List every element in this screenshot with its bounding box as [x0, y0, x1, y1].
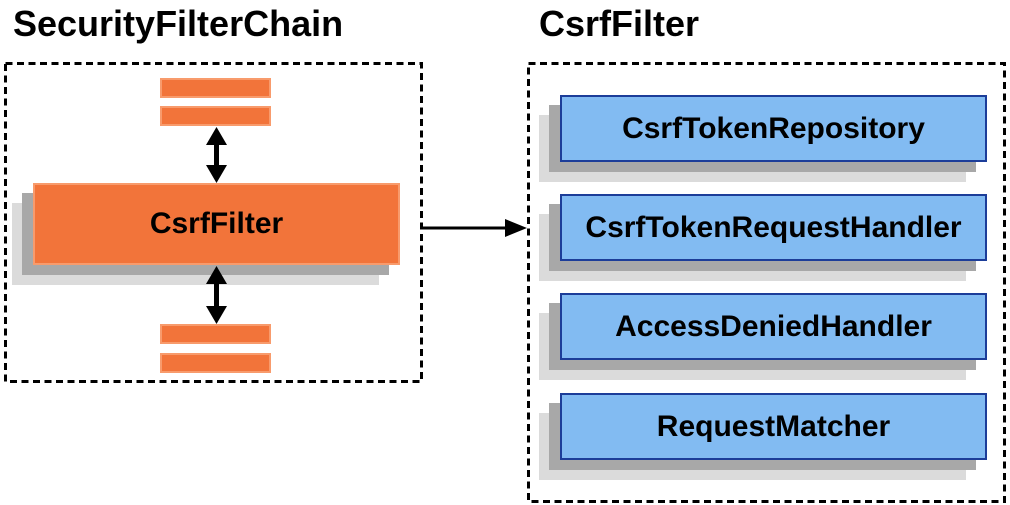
collaborator-box-label: CsrfTokenRepository [622, 111, 925, 145]
collaborator-box-access-denied-handler: AccessDeniedHandler [560, 293, 987, 360]
security-filter-chain-title: SecurityFilterChain [13, 3, 344, 44]
filter-placeholder-bar [160, 106, 271, 126]
collaborator-box-label: RequestMatcher [656, 409, 891, 443]
double-arrow-icon [206, 127, 227, 183]
flow-arrow-icon [423, 219, 527, 237]
collaborator-box-csrf-token-request-handler: CsrfTokenRequestHandler [560, 194, 987, 261]
csrf-filter-node-label: CsrfFilter [149, 207, 284, 240]
filter-placeholder-bar [160, 324, 271, 344]
filter-placeholder-bar [160, 353, 271, 373]
collaborator-box-label: AccessDeniedHandler [615, 309, 932, 343]
csrf-filter-panel-title: CsrfFilter [539, 3, 700, 44]
filter-placeholder-bar [160, 78, 271, 98]
csrf-filter-node: CsrfFilter [33, 183, 400, 265]
double-arrow-icon [206, 266, 227, 324]
collaborator-box-label: CsrfTokenRequestHandler [585, 210, 962, 244]
collaborator-box-request-matcher: RequestMatcher [560, 393, 987, 460]
collaborator-box-csrf-token-repository: CsrfTokenRepository [560, 95, 987, 162]
